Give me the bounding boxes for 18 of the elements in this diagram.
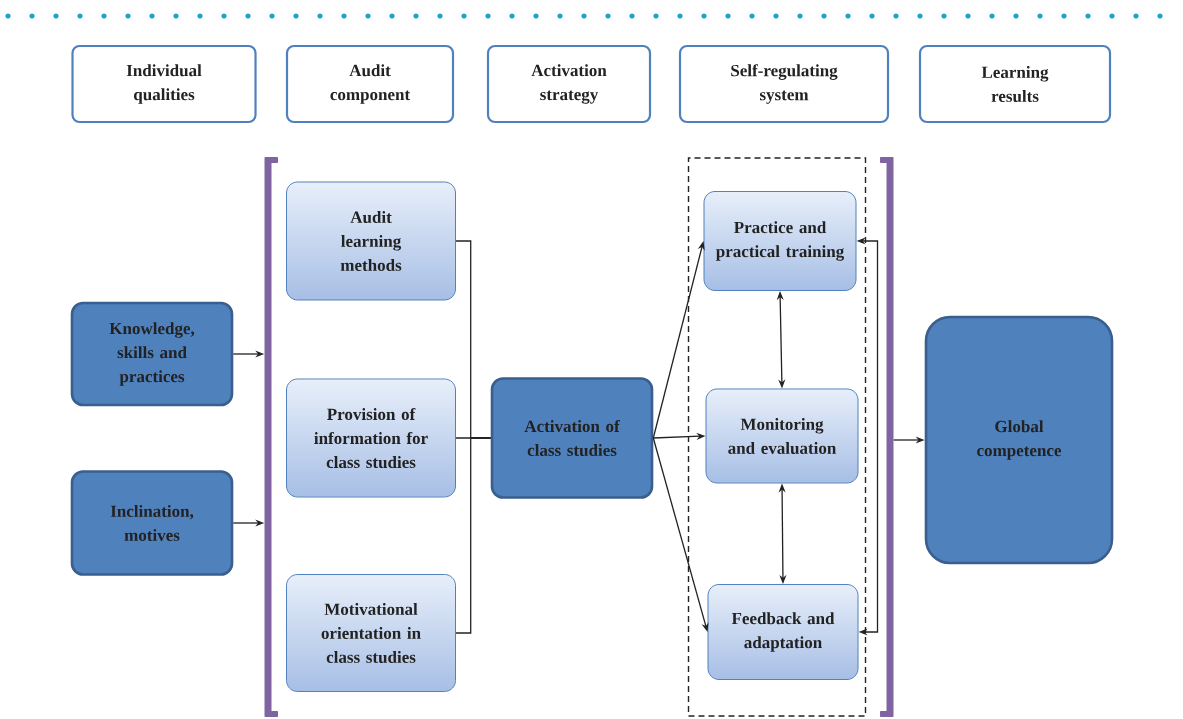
bracket — [264, 157, 278, 717]
column-heading-box: Self-regulating system — [678, 44, 890, 124]
process-box: Provision of information for class studies — [286, 378, 456, 498]
process-box: Monitoring and evaluation — [705, 388, 859, 484]
process-box: Inclination, motives — [70, 470, 234, 576]
column-heading-box: Activation strategy — [486, 44, 652, 124]
process-box: Audit learning methods — [286, 181, 456, 301]
column-heading-box: Learning results — [918, 44, 1112, 124]
result-box: Global competence — [924, 315, 1114, 565]
column-heading-box: Audit component — [285, 44, 455, 124]
bracket — [880, 157, 894, 717]
process-box: Practice and practical training — [703, 191, 857, 291]
dashed-frame — [687, 157, 867, 717]
process-box: Activation of class studies — [490, 377, 654, 499]
process-box: Feedback and adaptation — [707, 584, 859, 680]
process-box: Knowledge, skills and practices — [70, 301, 234, 407]
process-box: Motivational orientation in class studies — [286, 574, 456, 692]
column-heading-box: Individual qualities — [71, 44, 257, 124]
